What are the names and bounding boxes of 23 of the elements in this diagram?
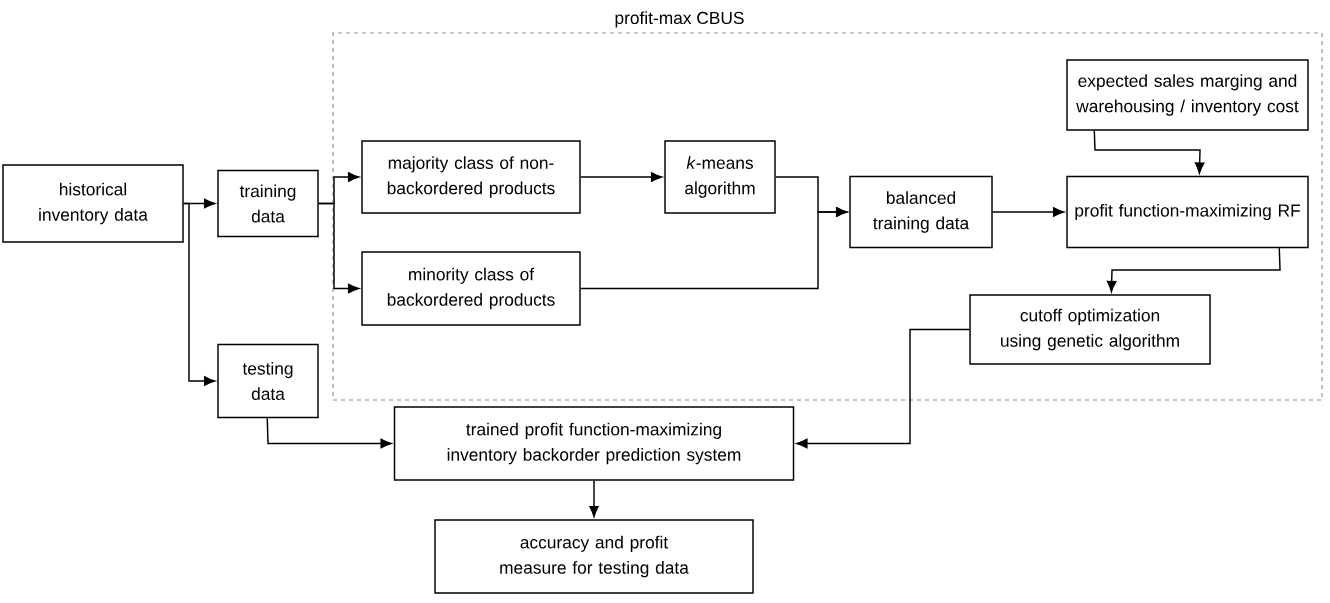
process-box: testing data [217,343,319,419]
arrow [1106,247,1281,293]
process-box: accuracy and profit measure for testing data [434,519,754,594]
arrow [1093,130,1205,174]
process-box: k-means algorithm [664,140,776,214]
arrow [796,328,970,449]
process-box: minority class of backordered products [361,251,581,326]
arrow [992,207,1065,217]
process-box: balanced training data [849,175,993,249]
process-box: majority class of non-backordered products [361,140,581,214]
process-box: trained profit function-maximizing inventory backorder prediction system [393,406,795,481]
arrow [183,202,216,386]
arrow [580,172,663,182]
arrow [580,207,848,290]
node-label: profit-max CBUS [615,11,744,28]
process-box: profit function-maximizing RF [1066,175,1309,249]
process-box: historical inventory data [2,164,184,243]
arrow [589,480,599,518]
process-box: training data [217,169,319,238]
process-box: cutoff optimization using genetic algorithm [969,294,1211,365]
arrow [318,202,360,294]
process-box: expected sales marging and warehousing / inventory cost [1066,59,1309,131]
arrow [266,417,392,449]
